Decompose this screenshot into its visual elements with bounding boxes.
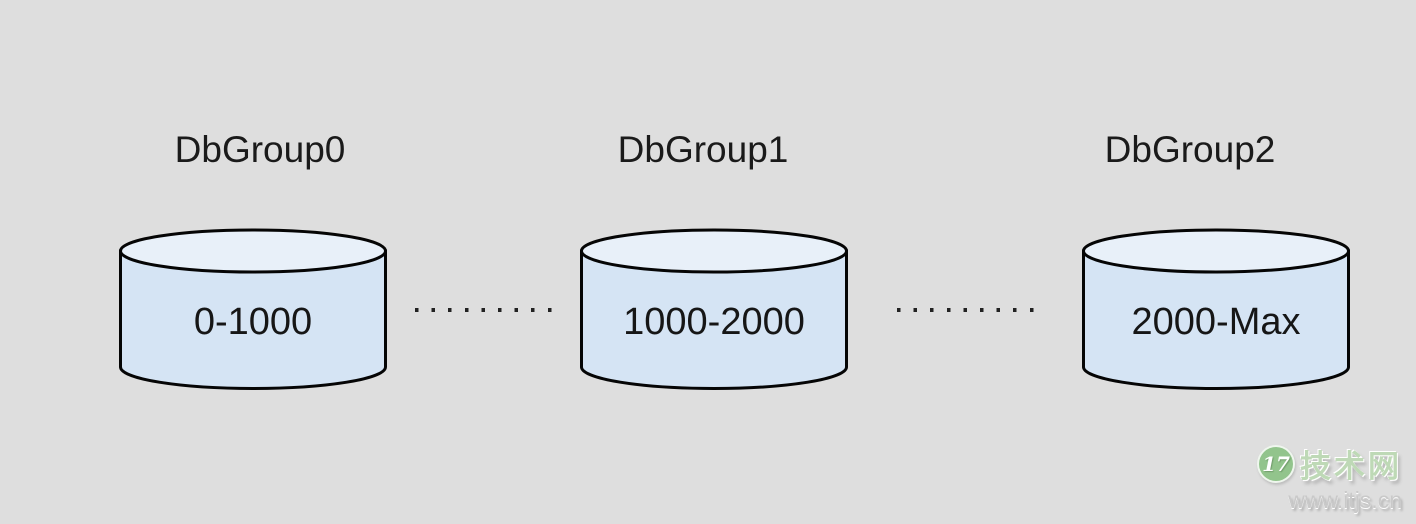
shard-range-label: 1000-2000	[623, 301, 805, 343]
db-group-0: 0-1000	[119, 228, 387, 390]
cylinder-body	[1082, 249, 1350, 390]
db-group-1: 1000-2000	[580, 228, 848, 390]
cylinder-body	[119, 249, 387, 390]
watermark: 17 技术网 www.itjs.cn	[1257, 441, 1402, 514]
group-title-dbgroup1: DbGroup1	[617, 129, 789, 170]
cylinder-top	[1082, 228, 1350, 274]
group-title-dbgroup0: DbGroup0	[174, 129, 346, 170]
database-cylinder-icon	[1082, 228, 1350, 390]
shard-range-label: 2000-Max	[1131, 301, 1301, 343]
database-cylinder-icon	[119, 228, 387, 390]
cylinder-top	[119, 228, 387, 274]
group-title-dbgroup2: DbGroup2	[1104, 129, 1276, 170]
itjs-logo-icon: 17	[1257, 444, 1295, 483]
cylinder-body	[580, 249, 848, 390]
database-cylinder-icon	[580, 228, 848, 390]
db-group-2: 2000-Max	[1082, 228, 1350, 390]
dotted-connector-line	[897, 308, 1034, 312]
watermark-logo-row: 17 技术网	[1257, 441, 1402, 486]
watermark-site-name: 技术网	[1300, 449, 1402, 484]
dotted-connector-line	[415, 308, 552, 312]
cylinder-top	[580, 228, 848, 274]
watermark-url: www.itjs.cn	[1288, 487, 1402, 513]
shard-range-label: 0-1000	[193, 301, 313, 343]
